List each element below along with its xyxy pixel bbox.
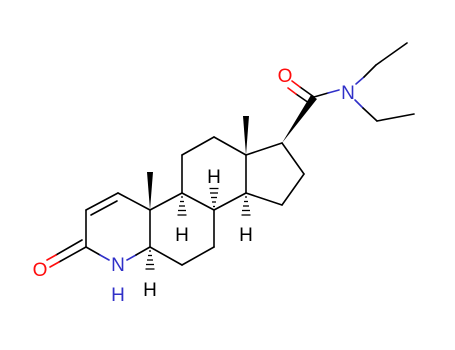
wedge-c13-methyl [243, 116, 249, 155]
bond-n-ethyl1 [363, 64, 377, 78]
bond-carbonyl-o-b-red [287, 87, 297, 95]
bond-c3-n [85, 246, 101, 256]
bond-c13-c17 [245, 142, 283, 156]
bond-c3-o-double-b [55, 239, 83, 256]
amide-nitrogen-label: N [341, 83, 355, 104]
bond-carbonyl-o-b [295, 93, 310, 104]
bond-c17-c16 [281, 142, 305, 175]
c14-hydrogen-label: H [239, 225, 253, 246]
c8-hydrogen-label: H [207, 167, 221, 188]
c9-hydrogen-label: H [175, 225, 189, 246]
hash-c5-h [145, 250, 155, 270]
hash-c9-h [177, 196, 187, 216]
bond-c15-c14 [245, 192, 283, 206]
bond-c3-o-double-a [58, 246, 87, 263]
bond-n-ethyl2-blue [354, 99, 364, 109]
bond-n-ethyl2 [362, 107, 378, 122]
bond-c14-c8 [213, 192, 247, 211]
bond-carbonyl-n-blue [327, 89, 340, 94]
bond-c11-c12 [181, 136, 215, 156]
bond-c7-c6 [181, 246, 215, 266]
bond-c1-c10 [117, 192, 151, 211]
bond-c3-o-double-b-red [46, 254, 57, 261]
wedge-c17-carbonyl [282, 95, 317, 143]
bond-n-c5 [135, 246, 151, 256]
wedge-c10-methyl [147, 172, 153, 210]
bond-n-c5-blue [126, 254, 137, 261]
bond-c1-c2-double [85, 192, 119, 211]
amide-oxygen-label: O [278, 66, 293, 87]
bond-c1-c2-double-inner [90, 200, 118, 216]
bond-carbonyl-o-a-red [291, 80, 301, 88]
ring-nh-hydrogen-label: H [111, 285, 125, 306]
c5-hydrogen-label: H [143, 280, 157, 301]
bond-c10-c9 [149, 192, 183, 211]
bond-c6-c5 [149, 246, 183, 266]
bond-ethyl2-ch3 [376, 113, 415, 122]
ketone-oxygen-label: O [33, 260, 48, 281]
bond-n-ethyl1-blue [355, 76, 365, 85]
bond-carbonyl-n [313, 92, 329, 98]
bond-c3-o-double-a-red [49, 261, 60, 268]
bond-c9-c8 [181, 192, 215, 211]
bond-c16-c15 [281, 173, 305, 206]
hash-c8-h [209, 187, 219, 208]
ring-nitrogen-label: N [111, 255, 125, 276]
hash-c14-h [241, 196, 251, 216]
bond-ethyl1-ch3 [375, 42, 408, 66]
bond-c12-c13 [213, 136, 247, 156]
bond-carbonyl-o-a [299, 86, 315, 98]
bond-c3-n-blue [99, 254, 110, 261]
